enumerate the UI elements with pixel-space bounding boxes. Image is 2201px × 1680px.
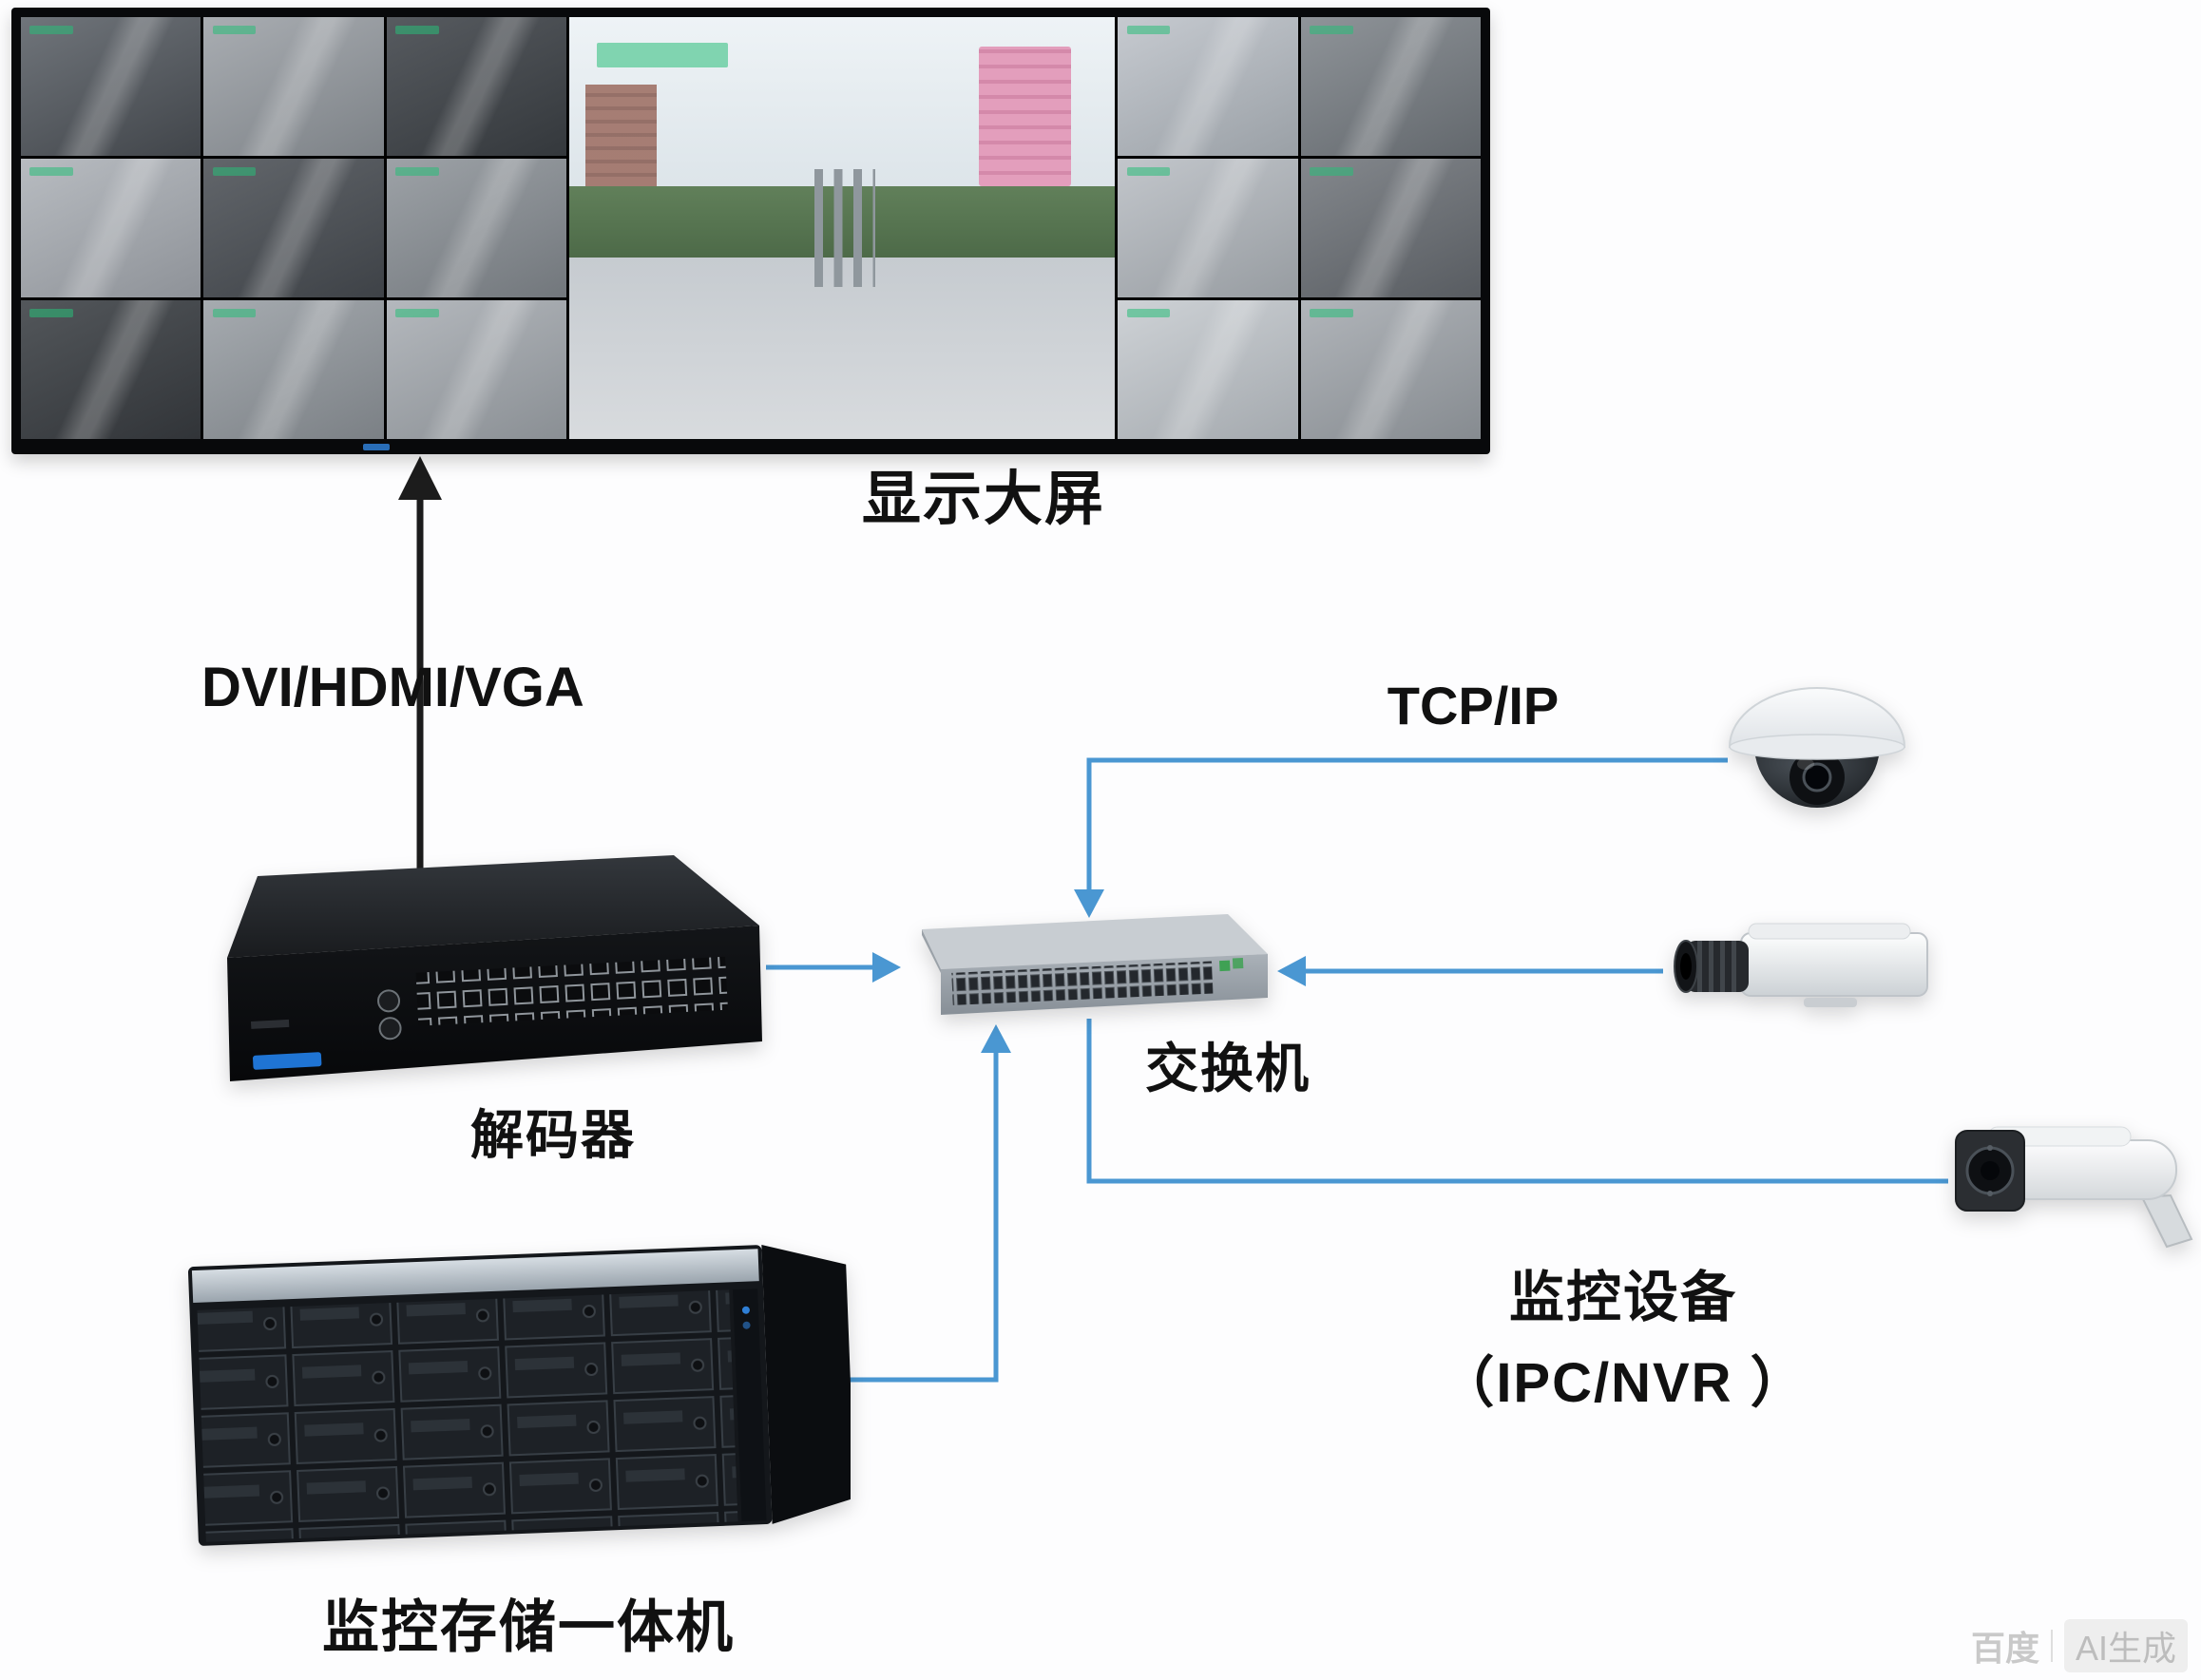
- decoder-label: 解码器: [470, 1105, 636, 1165]
- link-storage-switch: [849, 1053, 999, 1383]
- wall-feed-cell: [203, 159, 384, 297]
- wall-feed-cell: [1118, 300, 1298, 439]
- wall-feed-cell: [203, 300, 384, 439]
- video-wall: [11, 8, 1490, 454]
- switch-illustration: [893, 912, 1272, 1021]
- wall-brand-logo: [363, 444, 390, 450]
- decoder-illustration: [178, 853, 762, 1091]
- wall-feed-cell: [1300, 300, 1481, 439]
- wall-feed-cell: [1118, 159, 1298, 297]
- display-wall-label: 显示大屏: [861, 467, 1106, 532]
- tcpip-label: TCP/IP: [1387, 676, 1560, 735]
- wall-feed-cell: [21, 300, 201, 439]
- arrowhead-switch-right: [1277, 956, 1306, 986]
- bullet-camera-icon: [1955, 1126, 2193, 1249]
- dvi-hdmi-vga-label: DVI/HDMI/VGA: [201, 657, 584, 718]
- wall-feed-cell: [386, 300, 567, 439]
- watermark-brand: 百度: [1970, 1629, 2039, 1668]
- arrowhead-switch-bottom: [981, 1024, 1011, 1053]
- wall-feed-cell: [21, 17, 201, 156]
- dome-camera-icon: [1728, 687, 1906, 808]
- box-camera-illustration: [1661, 910, 1939, 1021]
- baidu-watermark: 百度 AI生成: [1971, 1619, 2188, 1672]
- wall-feed-cell: [1300, 159, 1481, 297]
- storage-device-icon: [187, 1245, 851, 1546]
- wall-feed-cell: [386, 159, 567, 297]
- cameras-label-line1: 监控设备: [1508, 1267, 1738, 1328]
- watermark-suffix: AI生成: [2063, 1619, 2188, 1672]
- dome-camera-illustration: [1722, 663, 1912, 849]
- storage-illustration: [185, 1228, 851, 1553]
- video-wall-grid: [21, 17, 1481, 439]
- wall-feed-cell: [21, 159, 201, 297]
- switch-label: 交换机: [1145, 1039, 1311, 1098]
- watermark-divider: [2050, 1630, 2053, 1662]
- cameras-label-line2: （IPC/NVR ）: [1439, 1352, 1808, 1414]
- box-camera-icon: [1674, 923, 1928, 1007]
- switch-device-icon: [922, 914, 1268, 1015]
- wall-feed-cell: [386, 17, 567, 156]
- wall-feed-cell: [1300, 17, 1481, 156]
- wall-center-scene: [569, 17, 1116, 439]
- bullet-camera-illustration: [1946, 1108, 2201, 1252]
- decoder-device-icon: [227, 855, 762, 1081]
- wall-feed-cell: [1118, 17, 1298, 156]
- wall-feed-cell: [203, 17, 384, 156]
- link-domecam-switch: [1086, 757, 1728, 889]
- arrowhead-wall: [398, 456, 442, 500]
- storage-label: 监控存储一体机: [322, 1595, 735, 1659]
